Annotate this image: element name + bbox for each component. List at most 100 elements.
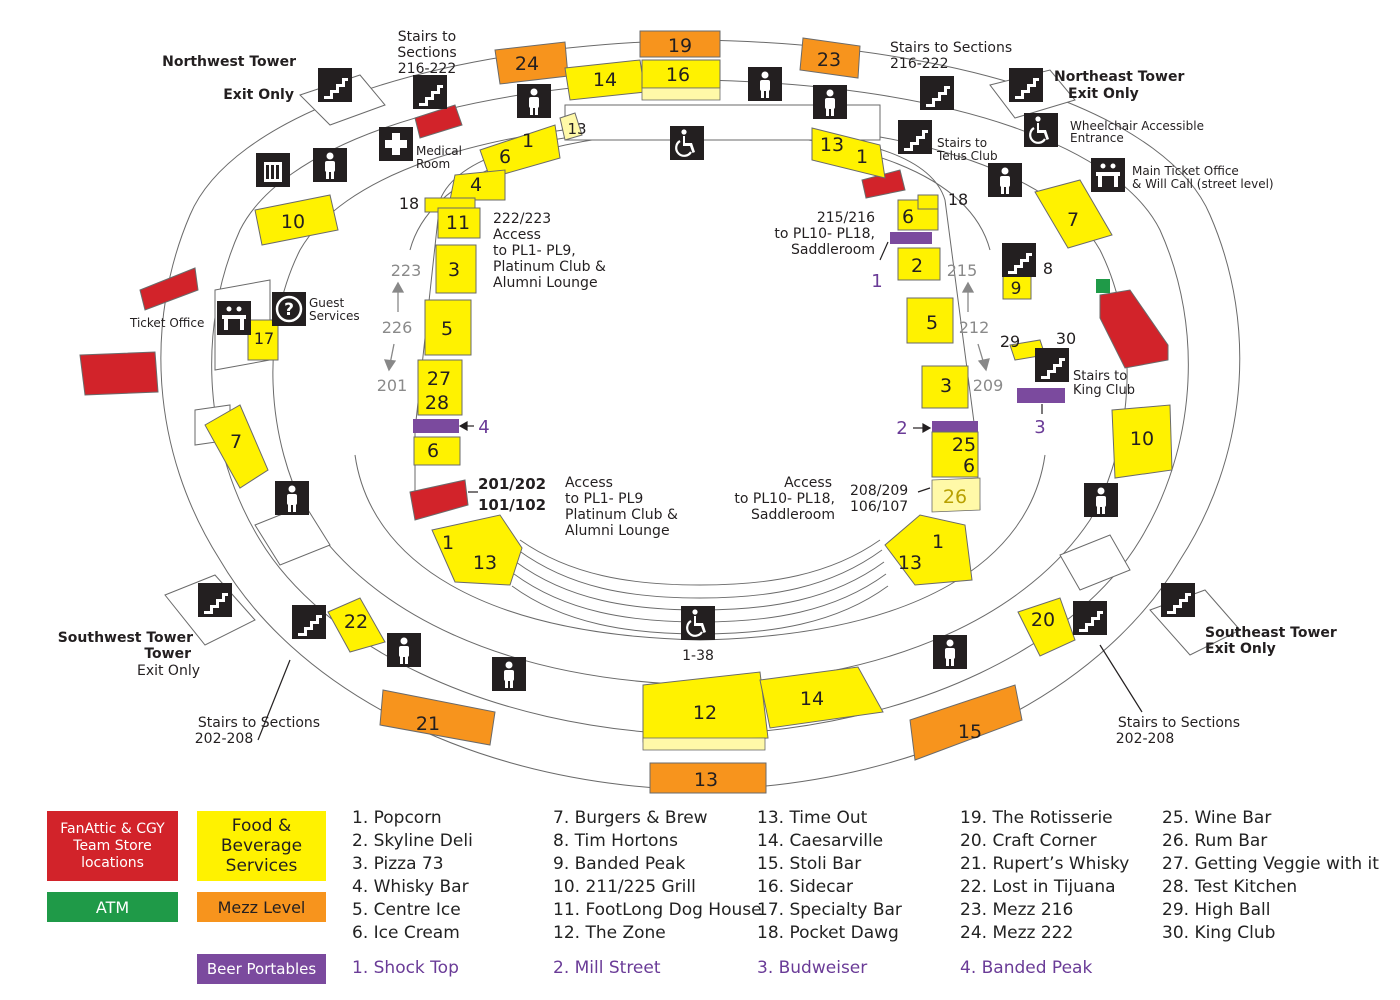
northwest-tower-note: Exit Only [223, 87, 294, 103]
svg-text:216-222: 216-222 [890, 56, 949, 72]
legend-item: 5. Centre Ice [352, 900, 461, 920]
restroom-icon [517, 84, 551, 118]
legend-item: 24. Mezz 222 [960, 923, 1074, 943]
svg-text:14: 14 [593, 69, 617, 91]
svg-text:27: 27 [427, 368, 451, 390]
legend-item: 15. Stoli Bar [757, 854, 862, 874]
legend-list-2: 7. Burgers & Brew 8. Tim Hortons 9. Band… [553, 807, 762, 945]
svg-text:13: 13 [567, 120, 586, 138]
northeast-tower-note: Exit Only [1068, 86, 1139, 102]
svg-text:Alumni Lounge: Alumni Lounge [493, 275, 598, 291]
arena-concourse-map: ? [58, 29, 1337, 794]
svg-text:10: 10 [1130, 428, 1154, 450]
legend-item: 2. Skyline Deli [352, 831, 473, 851]
beer-portable-item: 2. Mill Street [553, 958, 661, 978]
legend-item: 8. Tim Hortons [553, 831, 679, 851]
svg-text:Stairs to: Stairs to [1073, 369, 1127, 384]
svg-text:30: 30 [1056, 329, 1076, 348]
svg-text:202-208: 202-208 [1116, 731, 1175, 747]
legend-item: 22. Lost in Tijuana [960, 877, 1116, 897]
svg-text:to PL10- PL18,: to PL10- PL18, [774, 226, 875, 242]
svg-text:5: 5 [441, 318, 453, 340]
outlet-numbers: 19 24 23 14 16 13 1 6 4 13 1 18 18 11 3 … [230, 35, 1154, 791]
legend-food-swatch: Food & Beverage Services [197, 811, 326, 881]
legend-list-4: 19. The Rotisserie 20. Craft Corner 21. … [960, 807, 1129, 945]
svg-text:19: 19 [668, 35, 692, 57]
svg-text:Room: Room [416, 157, 450, 171]
svg-text:Access: Access [493, 227, 541, 243]
legend-item: 16. Sidecar [757, 877, 853, 897]
guest-services-icon [270, 290, 308, 328]
legend-item: 1. Popcorn [352, 808, 442, 828]
restroom-icon [1084, 483, 1118, 517]
map-annotations: Stairs to Sections 216-222 Stairs to Sec… [129, 29, 1274, 747]
svg-text:1: 1 [871, 271, 882, 292]
svg-text:to PL1- PL9: to PL1- PL9 [565, 491, 643, 507]
svg-text:101/102: 101/102 [478, 496, 546, 514]
svg-text:13: 13 [898, 552, 922, 574]
legend-item: 26. Rum Bar [1162, 831, 1268, 851]
svg-text:Telus Club: Telus Club [936, 149, 998, 163]
wheelchair-icon [1022, 111, 1060, 149]
svg-text:14: 14 [800, 688, 824, 710]
legend-item: 13. Time Out [757, 808, 868, 828]
svg-text:16: 16 [666, 64, 690, 86]
svg-text:Main Ticket Office: Main Ticket Office [1132, 164, 1239, 178]
svg-text:223: 223 [391, 261, 422, 280]
svg-text:215/216: 215/216 [817, 210, 875, 226]
svg-text:1: 1 [442, 532, 454, 554]
svg-text:12: 12 [693, 702, 717, 724]
svg-text:202-208: 202-208 [195, 731, 254, 747]
svg-text:4: 4 [470, 174, 482, 196]
svg-text:Platinum Club &: Platinum Club & [493, 259, 606, 275]
legend-atm-label: ATM [95, 897, 130, 917]
legend-item: 20. Craft Corner [960, 831, 1097, 851]
svg-text:106/107: 106/107 [850, 499, 908, 515]
stairs-icon [898, 120, 932, 154]
legend-item: 30. King Club [1162, 923, 1276, 943]
svg-text:26: 26 [943, 486, 967, 508]
beer-portable-item: 3. Budweiser [757, 958, 868, 978]
legend-item: 11. FootLong Dog House [553, 900, 762, 920]
svg-text:6: 6 [963, 455, 975, 477]
svg-text:1-38: 1-38 [682, 648, 714, 664]
legend-item: 19. The Rotisserie [960, 808, 1113, 828]
legend-item: 21. Rupert’s Whisky [960, 854, 1130, 874]
food-blocks [204, 59, 1173, 743]
svg-text:20: 20 [1031, 609, 1055, 631]
northwest-tower-name: Northwest Tower [162, 54, 296, 70]
legend-mezz-label: Mezz Level [217, 897, 306, 917]
svg-text:21: 21 [416, 713, 440, 735]
svg-text:13: 13 [473, 552, 497, 574]
svg-text:2: 2 [911, 255, 923, 277]
svg-text:215: 215 [947, 261, 978, 280]
svg-text:Alumni Lounge: Alumni Lounge [565, 523, 670, 539]
svg-text:Saddleroom: Saddleroom [791, 242, 875, 258]
svg-text:13: 13 [820, 134, 844, 156]
svg-text:208/209: 208/209 [850, 483, 908, 499]
tower-blocks [164, 69, 1241, 656]
legend-item: 27. Getting Veggie with it [1162, 854, 1379, 874]
svg-text:Entrance: Entrance [1070, 131, 1124, 145]
svg-text:Stairs to Sections: Stairs to Sections [890, 40, 1012, 56]
stairs-icon [920, 76, 954, 110]
legend-food-label: Food & Beverage Services [220, 816, 303, 876]
legend-item: 25. Wine Bar [1162, 808, 1272, 828]
svg-text:6: 6 [427, 440, 439, 462]
southwest-tower-word: Tower [144, 646, 191, 662]
legend-item: 28. Test Kitchen [1162, 877, 1298, 897]
southwest-tower-note: Exit Only [137, 663, 200, 679]
legend-beer-swatch: Beer Portables [197, 954, 326, 984]
wheelchair-icon [679, 604, 717, 642]
svg-text:2: 2 [896, 418, 907, 439]
restroom-icon [748, 67, 782, 101]
svg-text:209: 209 [973, 376, 1004, 395]
svg-text:1: 1 [856, 146, 868, 168]
beer-portable-item: 1. Shock Top [352, 958, 459, 978]
svg-text:6: 6 [499, 146, 511, 168]
svg-text:3: 3 [1034, 417, 1045, 438]
legend-mezz-swatch: Mezz Level [197, 892, 326, 922]
restroom-icon [492, 657, 526, 691]
legend-item: 3. Pizza 73 [352, 854, 444, 874]
svg-text:to PL10- PL18,: to PL10- PL18, [734, 491, 835, 507]
